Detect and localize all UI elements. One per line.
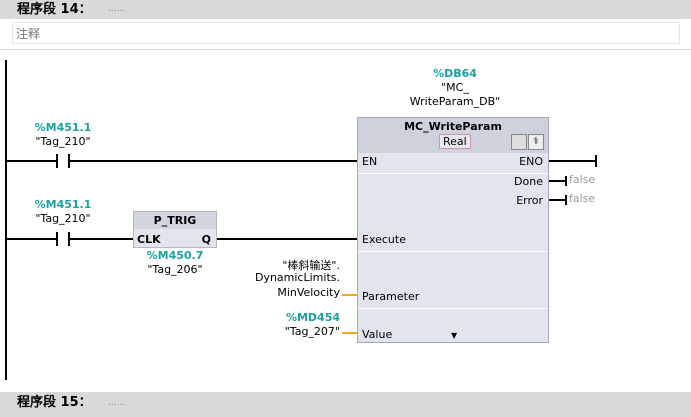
network-dots: ......	[108, 4, 126, 14]
contact1[interactable]	[56, 154, 58, 168]
divider	[0, 49, 691, 50]
db-name: WriteParam_DB"	[409, 95, 501, 108]
wire-end	[565, 176, 567, 186]
contact2-tag: "Tag_210"	[35, 212, 91, 225]
wire-end	[565, 195, 567, 205]
done-value: false	[569, 173, 596, 186]
wire	[70, 160, 358, 162]
network-14-header[interactable]: 程序段 14： ......	[0, 0, 691, 19]
p-trig-address: %M450.7	[146, 249, 204, 262]
contact1-address: %M451.1	[34, 121, 92, 134]
contact1[interactable]	[68, 154, 70, 168]
block-name: MC_WriteParam	[404, 120, 502, 133]
contact2-address: %M451.1	[34, 198, 92, 211]
pin-divider	[358, 308, 548, 309]
pin-error: Error	[516, 194, 543, 207]
lock-icon[interactable]	[511, 134, 527, 150]
comment-field[interactable]: 注释	[12, 22, 680, 44]
parameter-operand[interactable]: "棒斜输送".	[282, 259, 340, 272]
contact1-tag: "Tag_210"	[35, 135, 91, 148]
parameter-operand[interactable]: MinVelocity	[277, 286, 340, 299]
p-trig-tag: "Tag_206"	[147, 263, 203, 276]
db-address: %DB64	[433, 67, 477, 80]
network-title: 程序段 14：	[17, 2, 92, 17]
wire	[70, 238, 134, 240]
power-rail	[5, 60, 7, 380]
contact2[interactable]	[68, 232, 70, 246]
parameter-operand[interactable]: DynamicLimits.	[254, 271, 340, 284]
db-name: "MC_	[441, 81, 469, 94]
pin-en: EN	[362, 155, 378, 168]
pin-value: Value	[362, 328, 393, 341]
p-trig-name: P_TRIG	[134, 212, 216, 229]
wire	[549, 160, 597, 162]
diagnostics-icon[interactable]: ⚕	[528, 134, 544, 150]
value-address[interactable]: %MD454	[285, 311, 340, 324]
contact2[interactable]	[56, 232, 58, 246]
p-trig-box[interactable]: P_TRIG CLK Q	[133, 211, 217, 248]
pin-eno: ENO	[519, 155, 543, 168]
network-title: 程序段 15：	[17, 395, 92, 410]
network-dots: ......	[108, 398, 126, 408]
wire	[342, 294, 358, 296]
pin-divider	[358, 173, 548, 174]
wire	[217, 238, 358, 240]
p-trig-q: Q	[201, 233, 211, 246]
error-value: false	[569, 192, 596, 205]
wire	[7, 238, 57, 240]
type-selector[interactable]: Real	[439, 134, 471, 149]
pin-execute: Execute	[362, 233, 406, 246]
wire	[549, 199, 566, 201]
pin-divider	[358, 251, 548, 252]
wire	[342, 332, 358, 334]
wire-end	[595, 155, 597, 167]
wire	[7, 160, 57, 162]
expand-arrow-icon[interactable]: ▼	[451, 331, 458, 340]
mc-writeparam-block[interactable]: MC_WriteParam Real ⚕ EN Execute Paramete…	[357, 117, 549, 343]
network-15-header[interactable]: 程序段 15： ......	[0, 392, 691, 417]
value-tag[interactable]: "Tag_207"	[284, 325, 340, 338]
wire	[549, 180, 566, 182]
pin-done: Done	[514, 175, 543, 188]
pin-parameter: Parameter	[362, 290, 420, 303]
p-trig-clk: CLK	[137, 233, 161, 246]
